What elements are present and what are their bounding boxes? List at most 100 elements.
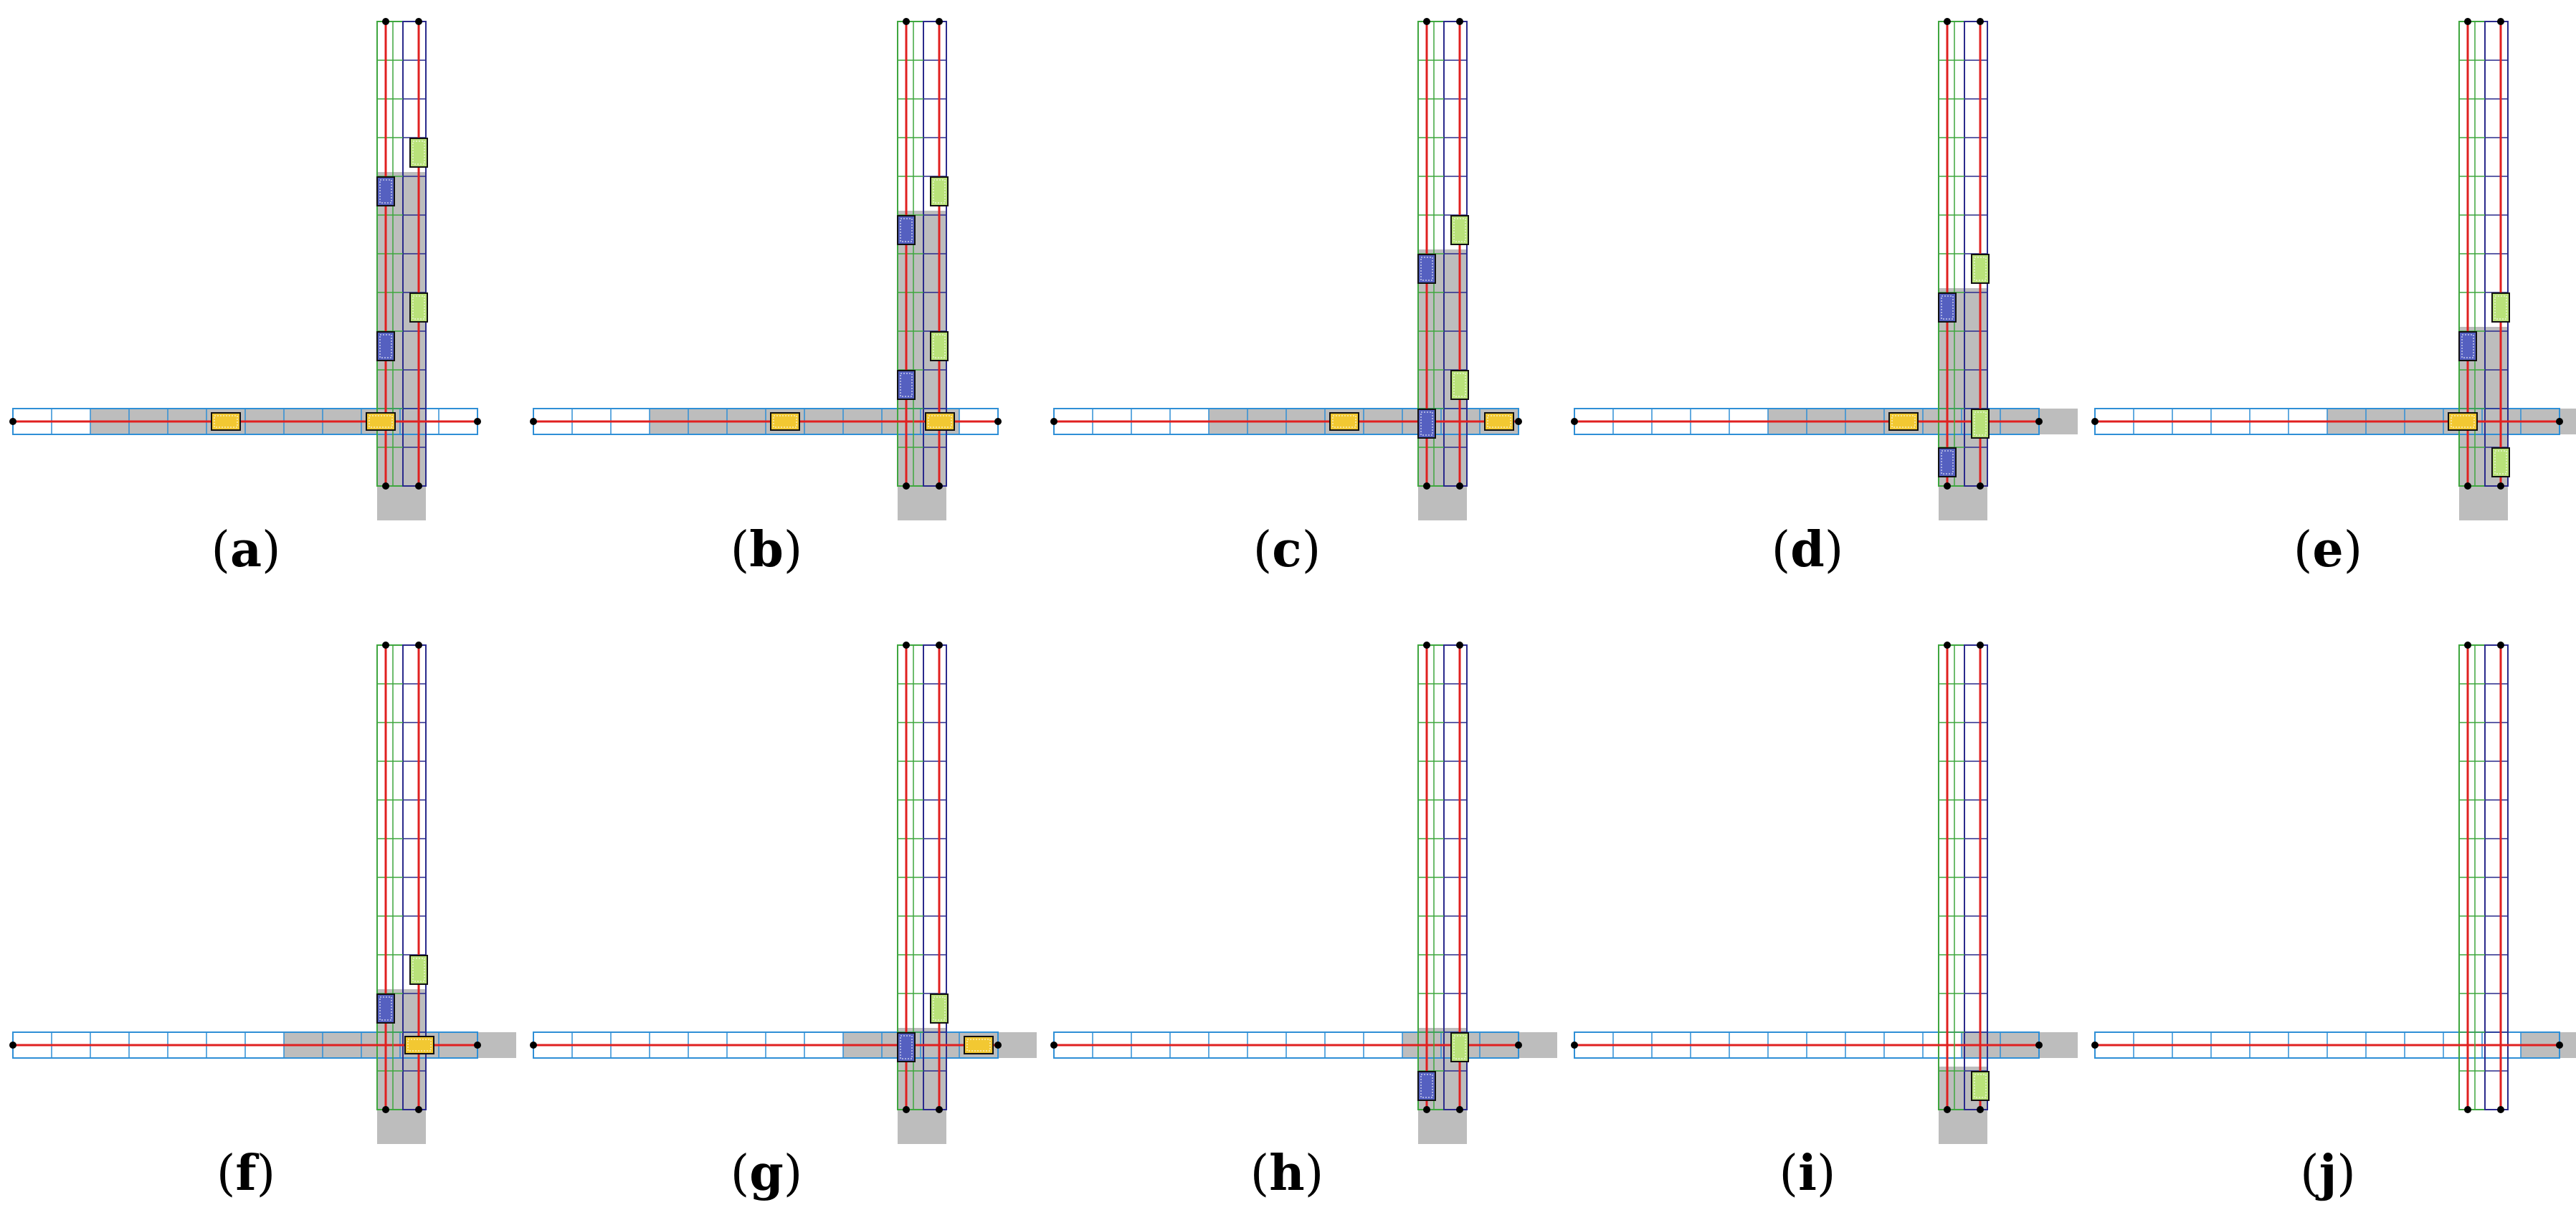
end-node bbox=[2556, 1042, 2563, 1049]
end-node bbox=[2091, 418, 2099, 425]
end-node bbox=[903, 642, 910, 649]
end-node bbox=[2091, 1042, 2099, 1049]
end-node bbox=[1977, 482, 1984, 490]
vehicle-texture bbox=[900, 218, 913, 242]
end-node bbox=[382, 482, 389, 490]
vehicle-texture bbox=[966, 1039, 991, 1052]
end-node bbox=[936, 642, 943, 649]
end-node bbox=[903, 18, 910, 25]
vehicle-texture bbox=[2494, 450, 2507, 475]
occupied-cell bbox=[998, 1032, 1037, 1058]
vehicle-texture bbox=[1332, 415, 1356, 428]
panel-caption: (e) bbox=[2294, 521, 2362, 578]
end-node bbox=[936, 482, 943, 490]
end-node bbox=[1423, 1106, 1430, 1113]
occupied-cell bbox=[1518, 1032, 1557, 1058]
end-node bbox=[2464, 1106, 2471, 1113]
vehicle-texture bbox=[214, 415, 238, 428]
vehicle-texture bbox=[933, 334, 946, 358]
panel-a: (a) bbox=[9, 18, 481, 578]
vehicle-texture bbox=[900, 1035, 913, 1059]
vehicle-texture bbox=[1974, 257, 1987, 281]
vehicle-texture bbox=[2451, 415, 2475, 428]
vehicle-texture bbox=[933, 996, 946, 1021]
panel-caption: (c) bbox=[1253, 521, 1321, 578]
end-node bbox=[530, 1042, 537, 1049]
panel-caption: (i) bbox=[1779, 1145, 1836, 1202]
end-node bbox=[1456, 18, 1463, 25]
end-node bbox=[382, 642, 389, 649]
vehicle-texture bbox=[1941, 450, 1954, 475]
end-node bbox=[1456, 482, 1463, 490]
vehicle-texture bbox=[2461, 334, 2474, 358]
vehicle-texture bbox=[933, 179, 946, 204]
end-node bbox=[1515, 1042, 1522, 1049]
end-node bbox=[994, 418, 1002, 425]
panel-caption: (j) bbox=[2300, 1145, 2356, 1202]
vehicle-texture bbox=[1420, 1074, 1433, 1098]
vehicle-texture bbox=[379, 996, 392, 1021]
end-node bbox=[936, 1106, 943, 1113]
occupied-cell bbox=[2560, 1032, 2576, 1058]
end-node bbox=[1423, 18, 1430, 25]
panel-caption: (a) bbox=[211, 521, 280, 578]
vehicle-texture bbox=[1453, 1035, 1466, 1059]
panel-f: (f) bbox=[9, 642, 516, 1202]
panel-caption: (g) bbox=[731, 1145, 803, 1202]
end-node bbox=[9, 418, 16, 425]
end-node bbox=[2035, 418, 2043, 425]
panel-i: (i) bbox=[1571, 642, 2078, 1202]
occupied-cell bbox=[477, 1032, 516, 1058]
end-node bbox=[2464, 482, 2471, 490]
vehicle-texture bbox=[773, 415, 797, 428]
end-node bbox=[1977, 1106, 1984, 1113]
vehicle-texture bbox=[412, 958, 425, 982]
panel-c: (c) bbox=[1050, 18, 1522, 578]
panel-d: (d) bbox=[1571, 18, 2078, 578]
vehicle-texture bbox=[1420, 257, 1433, 281]
end-node bbox=[1571, 418, 1578, 425]
end-node bbox=[382, 1106, 389, 1113]
end-node bbox=[1423, 482, 1430, 490]
end-node bbox=[1423, 642, 1430, 649]
panel-j: (j) bbox=[2091, 642, 2576, 1202]
panel-g: (g) bbox=[530, 642, 1037, 1202]
end-node bbox=[2497, 482, 2504, 490]
end-node bbox=[2497, 642, 2504, 649]
end-node bbox=[1571, 1042, 1578, 1049]
vehicle-texture bbox=[1891, 415, 1916, 428]
occupied-cell bbox=[2039, 1032, 2078, 1058]
end-node bbox=[1050, 418, 1058, 425]
vehicle-texture bbox=[1420, 411, 1433, 436]
vehicle-texture bbox=[412, 140, 425, 165]
end-node bbox=[2497, 1106, 2504, 1113]
vehicle-texture bbox=[1487, 415, 1511, 428]
end-node bbox=[2035, 1042, 2043, 1049]
end-node bbox=[1944, 642, 1951, 649]
panel-e: (e) bbox=[2091, 18, 2576, 578]
end-node bbox=[415, 1106, 422, 1113]
end-node bbox=[2497, 18, 2504, 25]
end-node bbox=[382, 18, 389, 25]
vehicle-texture bbox=[379, 179, 392, 204]
panel-caption: (b) bbox=[731, 521, 803, 578]
end-node bbox=[474, 418, 481, 425]
panel-h: (h) bbox=[1050, 642, 1557, 1202]
end-node bbox=[1050, 1042, 1058, 1049]
panel-caption: (d) bbox=[1772, 521, 1844, 578]
end-node bbox=[903, 482, 910, 490]
end-node bbox=[1977, 642, 1984, 649]
vehicle-texture bbox=[1453, 373, 1466, 397]
panel-caption: (h) bbox=[1250, 1145, 1324, 1202]
occupied-cell bbox=[2039, 409, 2078, 434]
vehicle-texture bbox=[2494, 295, 2507, 320]
end-node bbox=[2464, 642, 2471, 649]
panel-caption: (f) bbox=[217, 1145, 275, 1202]
occupied-cell bbox=[2560, 409, 2576, 434]
end-node bbox=[936, 18, 943, 25]
end-node bbox=[903, 1106, 910, 1113]
vehicle-texture bbox=[1941, 295, 1954, 320]
end-node bbox=[530, 418, 537, 425]
vehicle-texture bbox=[379, 334, 392, 358]
